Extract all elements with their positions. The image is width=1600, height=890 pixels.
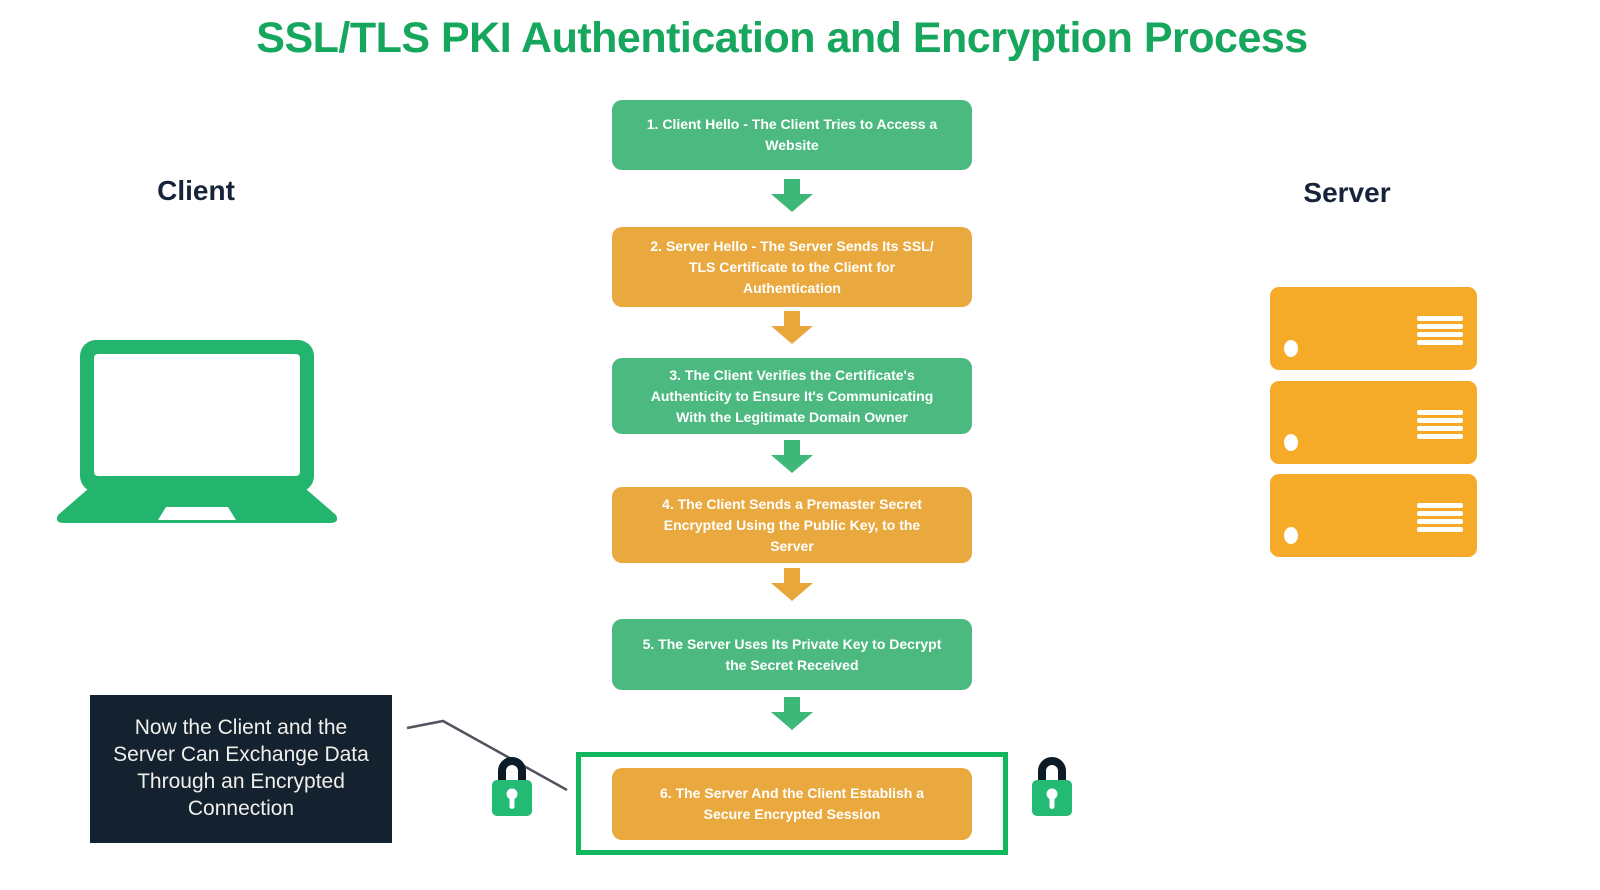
server-led-icon xyxy=(1284,434,1298,451)
flow-step-3: 3. The Client Verifies the Certificate's… xyxy=(612,358,972,434)
client-label: Client xyxy=(157,175,235,206)
page-title: SSL/TLS PKI Authentication and Encryptio… xyxy=(256,14,1308,62)
server-led-icon xyxy=(1284,340,1298,357)
server-vents-icon xyxy=(1417,316,1463,345)
server-unit-icon xyxy=(1270,474,1477,557)
flow-step-1: 1. Client Hello - The Client Tries to Ac… xyxy=(612,100,972,170)
padlock-left-icon xyxy=(492,757,532,816)
flow-step-6: 6. The Server And the Client Establish a… xyxy=(612,768,972,840)
server-vents-icon xyxy=(1417,503,1463,532)
laptop-icon xyxy=(56,340,338,523)
padlock-right-icon xyxy=(1032,757,1072,816)
server-unit-icon xyxy=(1270,287,1477,370)
down-arrow-icon xyxy=(771,179,813,212)
flow-step-2: 2. Server Hello - The Server Sends Its S… xyxy=(612,227,972,307)
server-led-icon xyxy=(1284,527,1298,544)
server-label: Server xyxy=(1303,177,1391,208)
server-vents-icon xyxy=(1417,410,1463,439)
flow-step-5: 5. The Server Uses Its Private Key to De… xyxy=(612,619,972,690)
flow-step-4: 4. The Client Sends a Premaster Secret E… xyxy=(612,487,972,563)
secure-session-highlight xyxy=(576,752,1008,855)
down-arrow-icon xyxy=(771,311,813,344)
server-unit-icon xyxy=(1270,381,1477,464)
down-arrow-icon xyxy=(771,697,813,730)
callout-box: Now the Client and the Server Can Exchan… xyxy=(90,695,392,843)
down-arrow-icon xyxy=(771,440,813,473)
down-arrow-icon xyxy=(771,568,813,601)
